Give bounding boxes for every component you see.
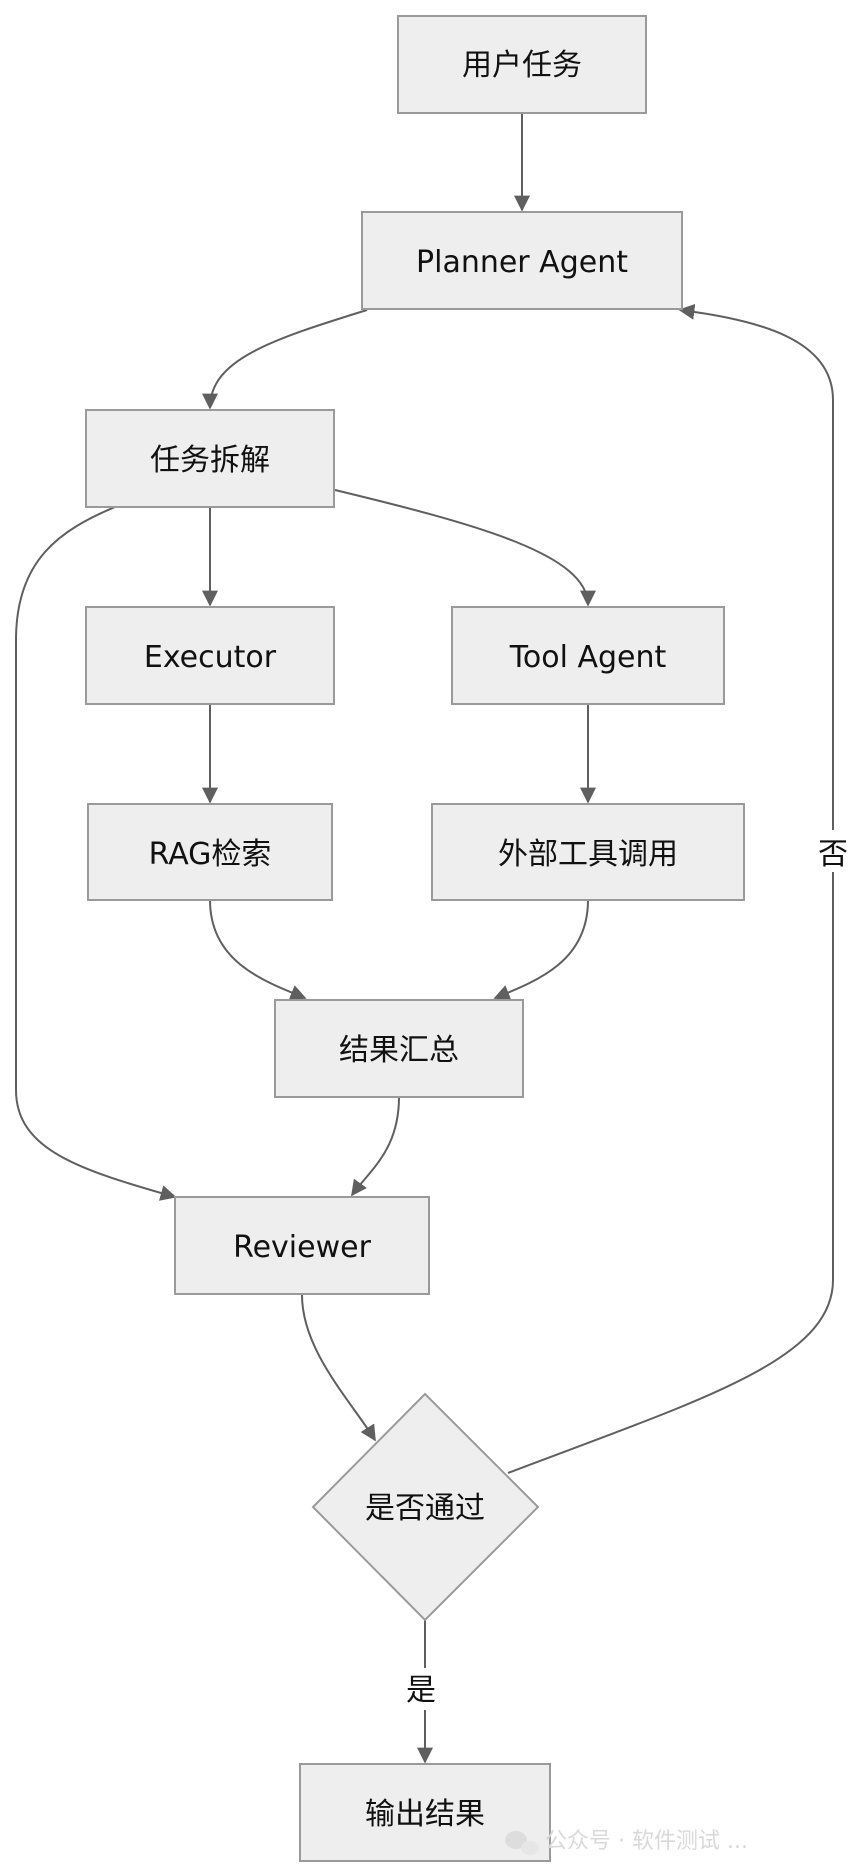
- svg-text:是: 是: [406, 1673, 436, 1708]
- svg-text:输出结果: 输出结果: [365, 1797, 485, 1832]
- svg-text:否: 否: [818, 837, 848, 872]
- edge-label-yes: 是: [404, 1668, 446, 1710]
- node-decision-pass: 是否通过: [311, 1392, 540, 1622]
- svg-text:Executor: Executor: [144, 640, 277, 675]
- node-result-summary: 结果汇总: [274, 999, 524, 1098]
- svg-text:Planner Agent: Planner Agent: [416, 245, 628, 280]
- node-user-task: 用户任务: [397, 15, 647, 114]
- svg-text:是否通过: 是否通过: [365, 1491, 485, 1526]
- edge-summary-to-reviewer: [351, 1096, 400, 1197]
- svg-text:Reviewer: Reviewer: [233, 1230, 371, 1265]
- wechat-icon: [505, 1831, 539, 1855]
- svg-text:Tool Agent: Tool Agent: [509, 640, 667, 675]
- svg-text:外部工具调用: 外部工具调用: [498, 837, 678, 872]
- node-task-decompose: 任务拆解: [85, 409, 335, 508]
- edge-reviewer-to-decision: [301, 1294, 376, 1442]
- node-reviewer: Reviewer: [174, 1196, 430, 1295]
- node-planner-agent: Planner Agent: [361, 211, 683, 310]
- edge-decompose-to-tool-agent: [334, 489, 596, 607]
- edge-decision-no-to-planner: [507, 303, 834, 1474]
- edge-planner-to-decompose: [202, 309, 368, 410]
- node-external-tools: 外部工具调用: [431, 803, 745, 901]
- edge-rag-to-summary: [209, 899, 307, 1001]
- edge-decompose-to-reviewer: [15, 506, 177, 1201]
- svg-text:任务拆解: 任务拆解: [150, 443, 270, 478]
- watermark: 公众号 · 软件测试 ...: [505, 1829, 748, 1855]
- node-tool-agent: Tool Agent: [451, 606, 725, 705]
- edge-external-to-summary: [493, 899, 589, 1001]
- svg-text:结果汇总: 结果汇总: [339, 1033, 459, 1068]
- node-rag-retrieval: RAG检索: [87, 803, 333, 901]
- svg-text:用户任务: 用户任务: [462, 48, 582, 83]
- svg-text:公众号 · 软件测试 ...: 公众号 · 软件测试 ...: [545, 1829, 748, 1854]
- svg-text:RAG检索: RAG检索: [149, 837, 272, 872]
- edge-label-no: 否: [812, 830, 854, 872]
- node-executor: Executor: [85, 606, 335, 705]
